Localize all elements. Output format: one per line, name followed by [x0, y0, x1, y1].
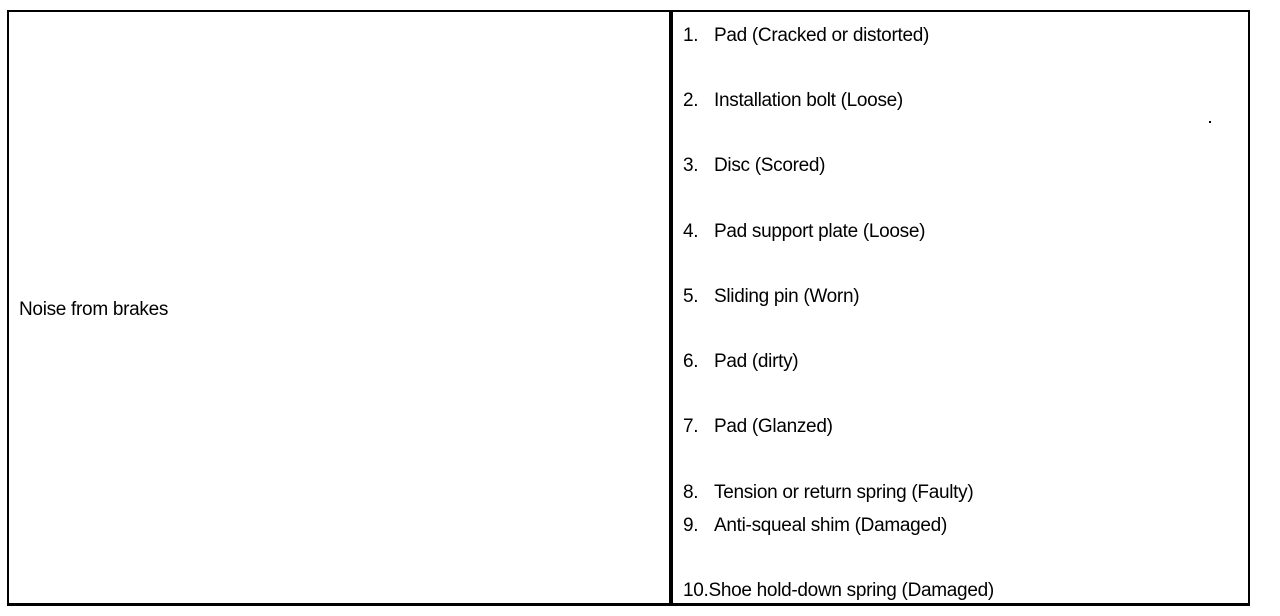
cause-item-1: 1. Pad (Cracked or distorted)	[683, 25, 929, 47]
cause-number: 6.	[683, 351, 699, 372]
cause-number: 5.	[683, 286, 699, 307]
cause-number: 3.	[683, 155, 699, 176]
troubleshooting-table: Noise from brakes 1. Pad (Cracked or dist…	[7, 10, 1250, 606]
symptom-text: Noise from brakes	[19, 299, 169, 320]
cause-text: Pad support plate (Loose)	[714, 221, 926, 242]
cause-number: 9.	[683, 515, 699, 536]
cause-number: 2.	[683, 90, 699, 111]
cause-number: 4.	[683, 221, 699, 242]
symptom-cell: Noise from brakes	[9, 12, 673, 603]
cause-item-8: 8. Tension or return spring (Faulty)	[683, 482, 974, 504]
cause-item-2: 2. Installation bolt (Loose)	[683, 90, 903, 112]
cause-text: Disc (Scored)	[714, 155, 826, 176]
cause-item-9: 9. Anti-squeal shim (Damaged)	[683, 515, 947, 537]
cause-number: 1.	[683, 25, 699, 46]
cause-number: 10.	[683, 580, 709, 601]
cause-item-5: 5. Sliding pin (Worn)	[683, 286, 860, 308]
cause-text: Sliding pin (Worn)	[714, 286, 860, 307]
cause-item-4: 4. Pad support plate (Loose)	[683, 221, 925, 243]
cause-text: Pad (Glanzed)	[714, 416, 833, 437]
cause-text: Installation bolt (Loose)	[714, 90, 903, 111]
cause-text: Anti-squeal shim (Damaged)	[714, 515, 947, 536]
causes-cell: 1. Pad (Cracked or distorted) 2. Installat…	[673, 12, 1248, 603]
cause-text: Pad (dirty)	[714, 351, 799, 372]
cause-text: Shoe hold-down spring (Damaged)	[708, 580, 995, 601]
cause-number: 8.	[683, 482, 699, 503]
cause-text: Pad (Cracked or distorted)	[714, 25, 930, 46]
cause-text: Tension or return spring (Faulty)	[714, 482, 974, 503]
cause-item-10: 10.Shoe hold-down spring (Damaged)	[683, 580, 994, 602]
scan-speck	[1209, 121, 1211, 123]
cause-item-7: 7. Pad (Glanzed)	[683, 416, 833, 438]
cause-item-3: 3. Disc (Scored)	[683, 155, 825, 177]
cause-number: 7.	[683, 416, 699, 437]
cause-item-6: 6. Pad (dirty)	[683, 351, 799, 373]
